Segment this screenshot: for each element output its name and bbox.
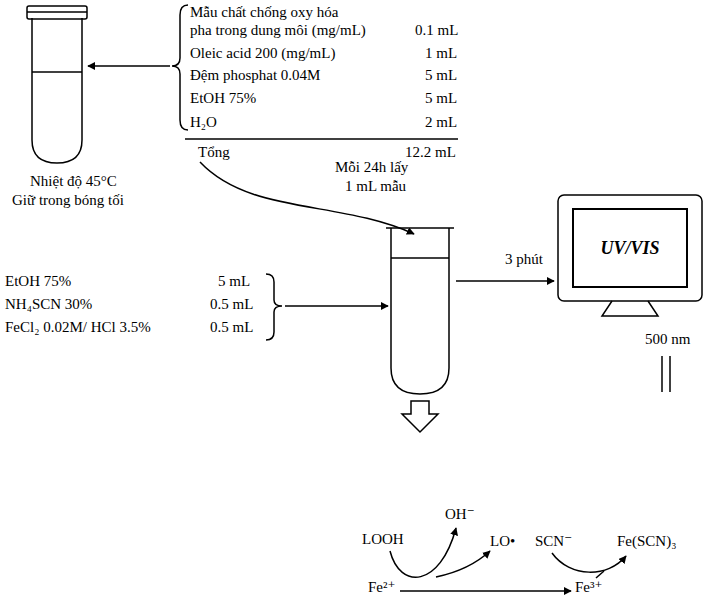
label-text: EtOH 75% xyxy=(5,272,71,290)
test-tube xyxy=(32,18,82,163)
label-text: 2 mL xyxy=(425,113,457,131)
label-text: EtOH 75% xyxy=(190,89,256,107)
tube-rim xyxy=(386,227,454,229)
label-text: 1 mL xyxy=(425,44,457,62)
label-text: 3 phút xyxy=(505,250,543,268)
arrow-to-tube xyxy=(285,305,388,307)
label-text: OH⁻ xyxy=(445,505,475,523)
reaction-arrow xyxy=(400,590,571,592)
label-text: Tổng xyxy=(198,143,230,161)
tube-cap xyxy=(27,6,87,19)
label-text: 0.5 mL xyxy=(210,318,253,336)
label-text: 500 nm xyxy=(645,330,690,348)
label-text: 5 mL xyxy=(425,66,457,84)
label-text: Đệm phosphat 0.04M xyxy=(190,66,320,84)
double-bar xyxy=(661,356,663,392)
label-text: LOOH xyxy=(362,530,404,548)
label-text: NH₄SCN 30% xyxy=(5,295,92,313)
total-rule xyxy=(185,138,458,140)
label-text: Mỗi 24h lấy xyxy=(335,158,408,176)
label-text: Fe²⁺ xyxy=(368,578,395,596)
reaction-arrow xyxy=(552,553,626,572)
label-text: H₂O xyxy=(190,113,217,131)
label-text: Mẫu chất chống oxy hóa xyxy=(190,3,338,21)
label-text: 0.5 mL xyxy=(210,295,253,313)
label-text: 5 mL xyxy=(425,89,457,107)
liquid-level xyxy=(391,257,449,259)
label-text: Fe(SCN)₃ xyxy=(617,532,676,550)
monitor-stand xyxy=(602,301,658,316)
monitor-screen: UV/VIS xyxy=(572,208,688,288)
liquid-level xyxy=(32,71,82,73)
brace xyxy=(266,274,282,340)
test-tube xyxy=(391,228,449,394)
double-bar xyxy=(669,356,671,392)
monitor-case xyxy=(558,195,702,301)
screen-title: UV/VIS xyxy=(600,238,659,259)
arrow-to-uvvis xyxy=(456,280,554,282)
label-text: 1 mL mẫu xyxy=(345,177,406,195)
label-text: Nhiệt độ 45°C xyxy=(30,172,117,190)
tube-cap-line xyxy=(27,11,87,13)
arrow-to-tube xyxy=(88,65,170,67)
label-text: LO• xyxy=(490,532,515,550)
label-text: pha trong dung môi (mg/mL) xyxy=(190,21,366,39)
hollow-arrow xyxy=(402,401,438,432)
label-text: Oleic acid 200 (mg/mL) xyxy=(190,44,335,62)
reaction-arrow xyxy=(436,551,490,577)
label-text: 0.1 mL xyxy=(415,21,458,39)
label-text: FeCl₂ 0.02M/ HCl 3.5% xyxy=(5,318,151,336)
label-text: Fe³⁺ xyxy=(575,578,602,596)
brace xyxy=(172,5,188,130)
label-text: 5 mL xyxy=(218,272,250,290)
label-text: SCN⁻ xyxy=(535,532,572,550)
label-text: 12.2 mL xyxy=(405,143,456,161)
label-text: Giữ trong bóng tối xyxy=(12,191,124,209)
reaction-arrow xyxy=(596,571,604,578)
